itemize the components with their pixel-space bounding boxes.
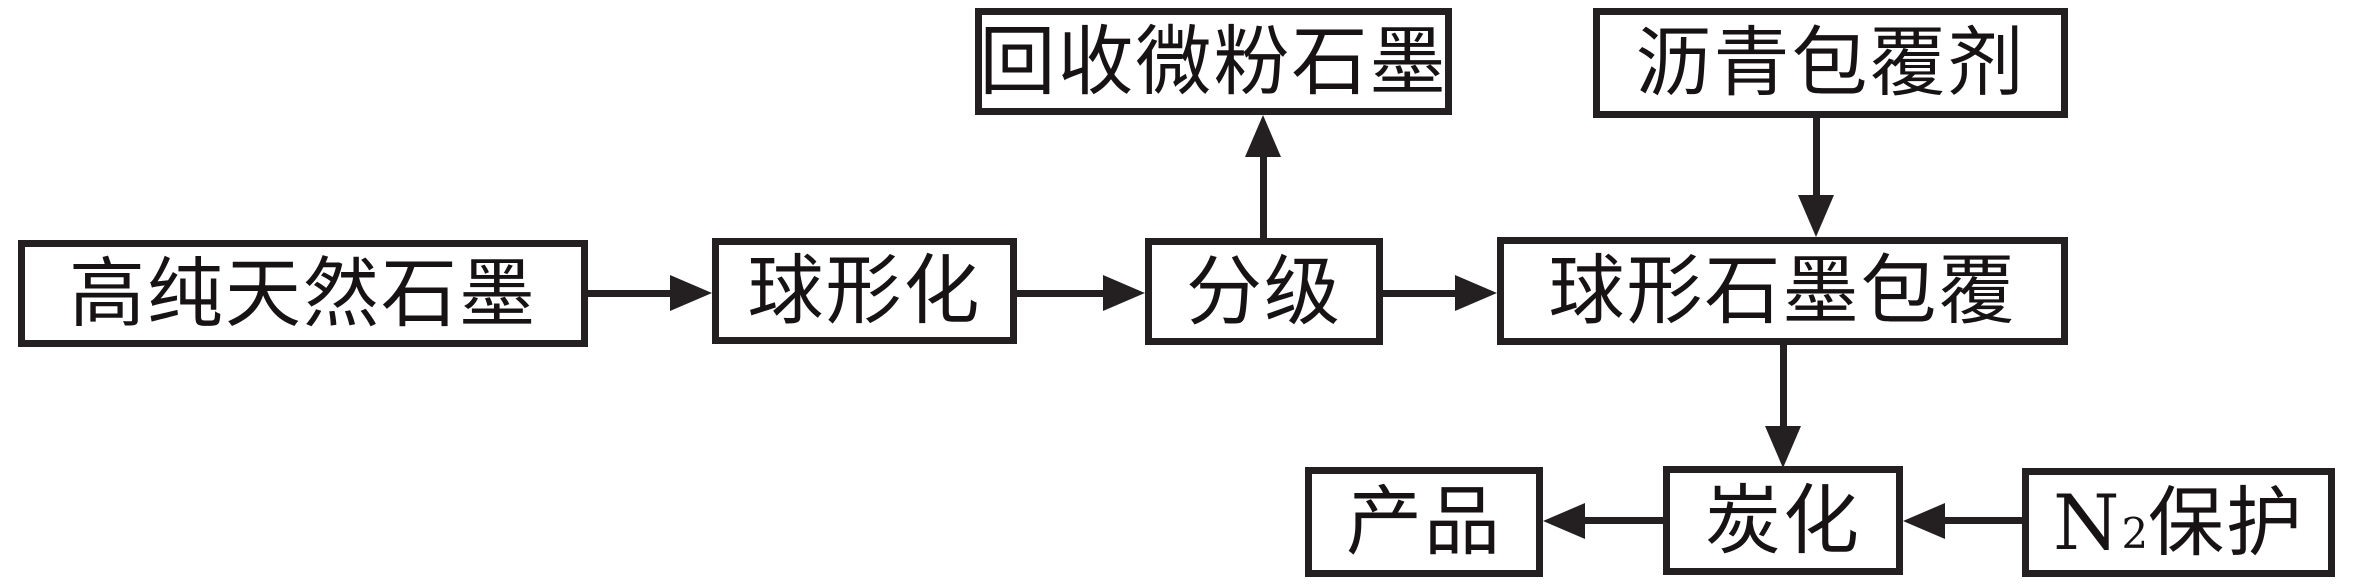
process-box-product: 产品 — [1305, 467, 1543, 577]
edge-classify-to-coating-arrowhead-icon — [1455, 275, 1497, 311]
n2-subscript-text: 2 — [2121, 509, 2149, 559]
process-box-spherical-graphite-coating: 球形石墨包覆 — [1497, 237, 2068, 345]
process-box-carbonization: 炭化 — [1663, 466, 1903, 575]
edge-pitch-to-coating-line — [1813, 118, 1820, 195]
process-box-spheroidization: 球形化 — [712, 238, 1017, 344]
edge-carbonize-to-product-line — [1585, 517, 1663, 524]
edge-n2-to-carbonize-line — [1945, 517, 2022, 524]
edge-pitch-to-coating-arrowhead-icon — [1798, 195, 1834, 237]
process-box-recovered-fine-graphite: 回收微粉石墨 — [975, 8, 1452, 115]
edge-classify-to-coating-line — [1383, 290, 1455, 297]
edge-coating-to-carbonize-arrowhead-icon — [1765, 426, 1801, 468]
n2-suffix-text: 保护 — [2148, 477, 2305, 567]
process-box-pitch-coating-agent: 沥青包覆剂 — [1593, 8, 2068, 118]
edge-coating-to-carbonize-line — [1780, 345, 1787, 426]
edge-classify-to-recovered-arrowhead-icon — [1245, 115, 1281, 157]
edge-carbonize-to-product-arrowhead-icon — [1543, 503, 1585, 539]
edge-spheroid-to-classify-arrowhead-icon — [1103, 275, 1145, 311]
process-box-natural-graphite: 高纯天然石墨 — [18, 240, 588, 347]
edge-n2-to-carbonize-arrowhead-icon — [1903, 503, 1945, 539]
edge-natural-to-spheroid-line — [588, 290, 670, 297]
edge-classify-to-recovered-line — [1260, 157, 1267, 238]
process-box-classification: 分级 — [1145, 238, 1383, 345]
edge-natural-to-spheroid-arrowhead-icon — [670, 275, 712, 311]
edge-spheroid-to-classify-line — [1017, 290, 1103, 297]
n2-base-text: N — [2052, 477, 2122, 567]
